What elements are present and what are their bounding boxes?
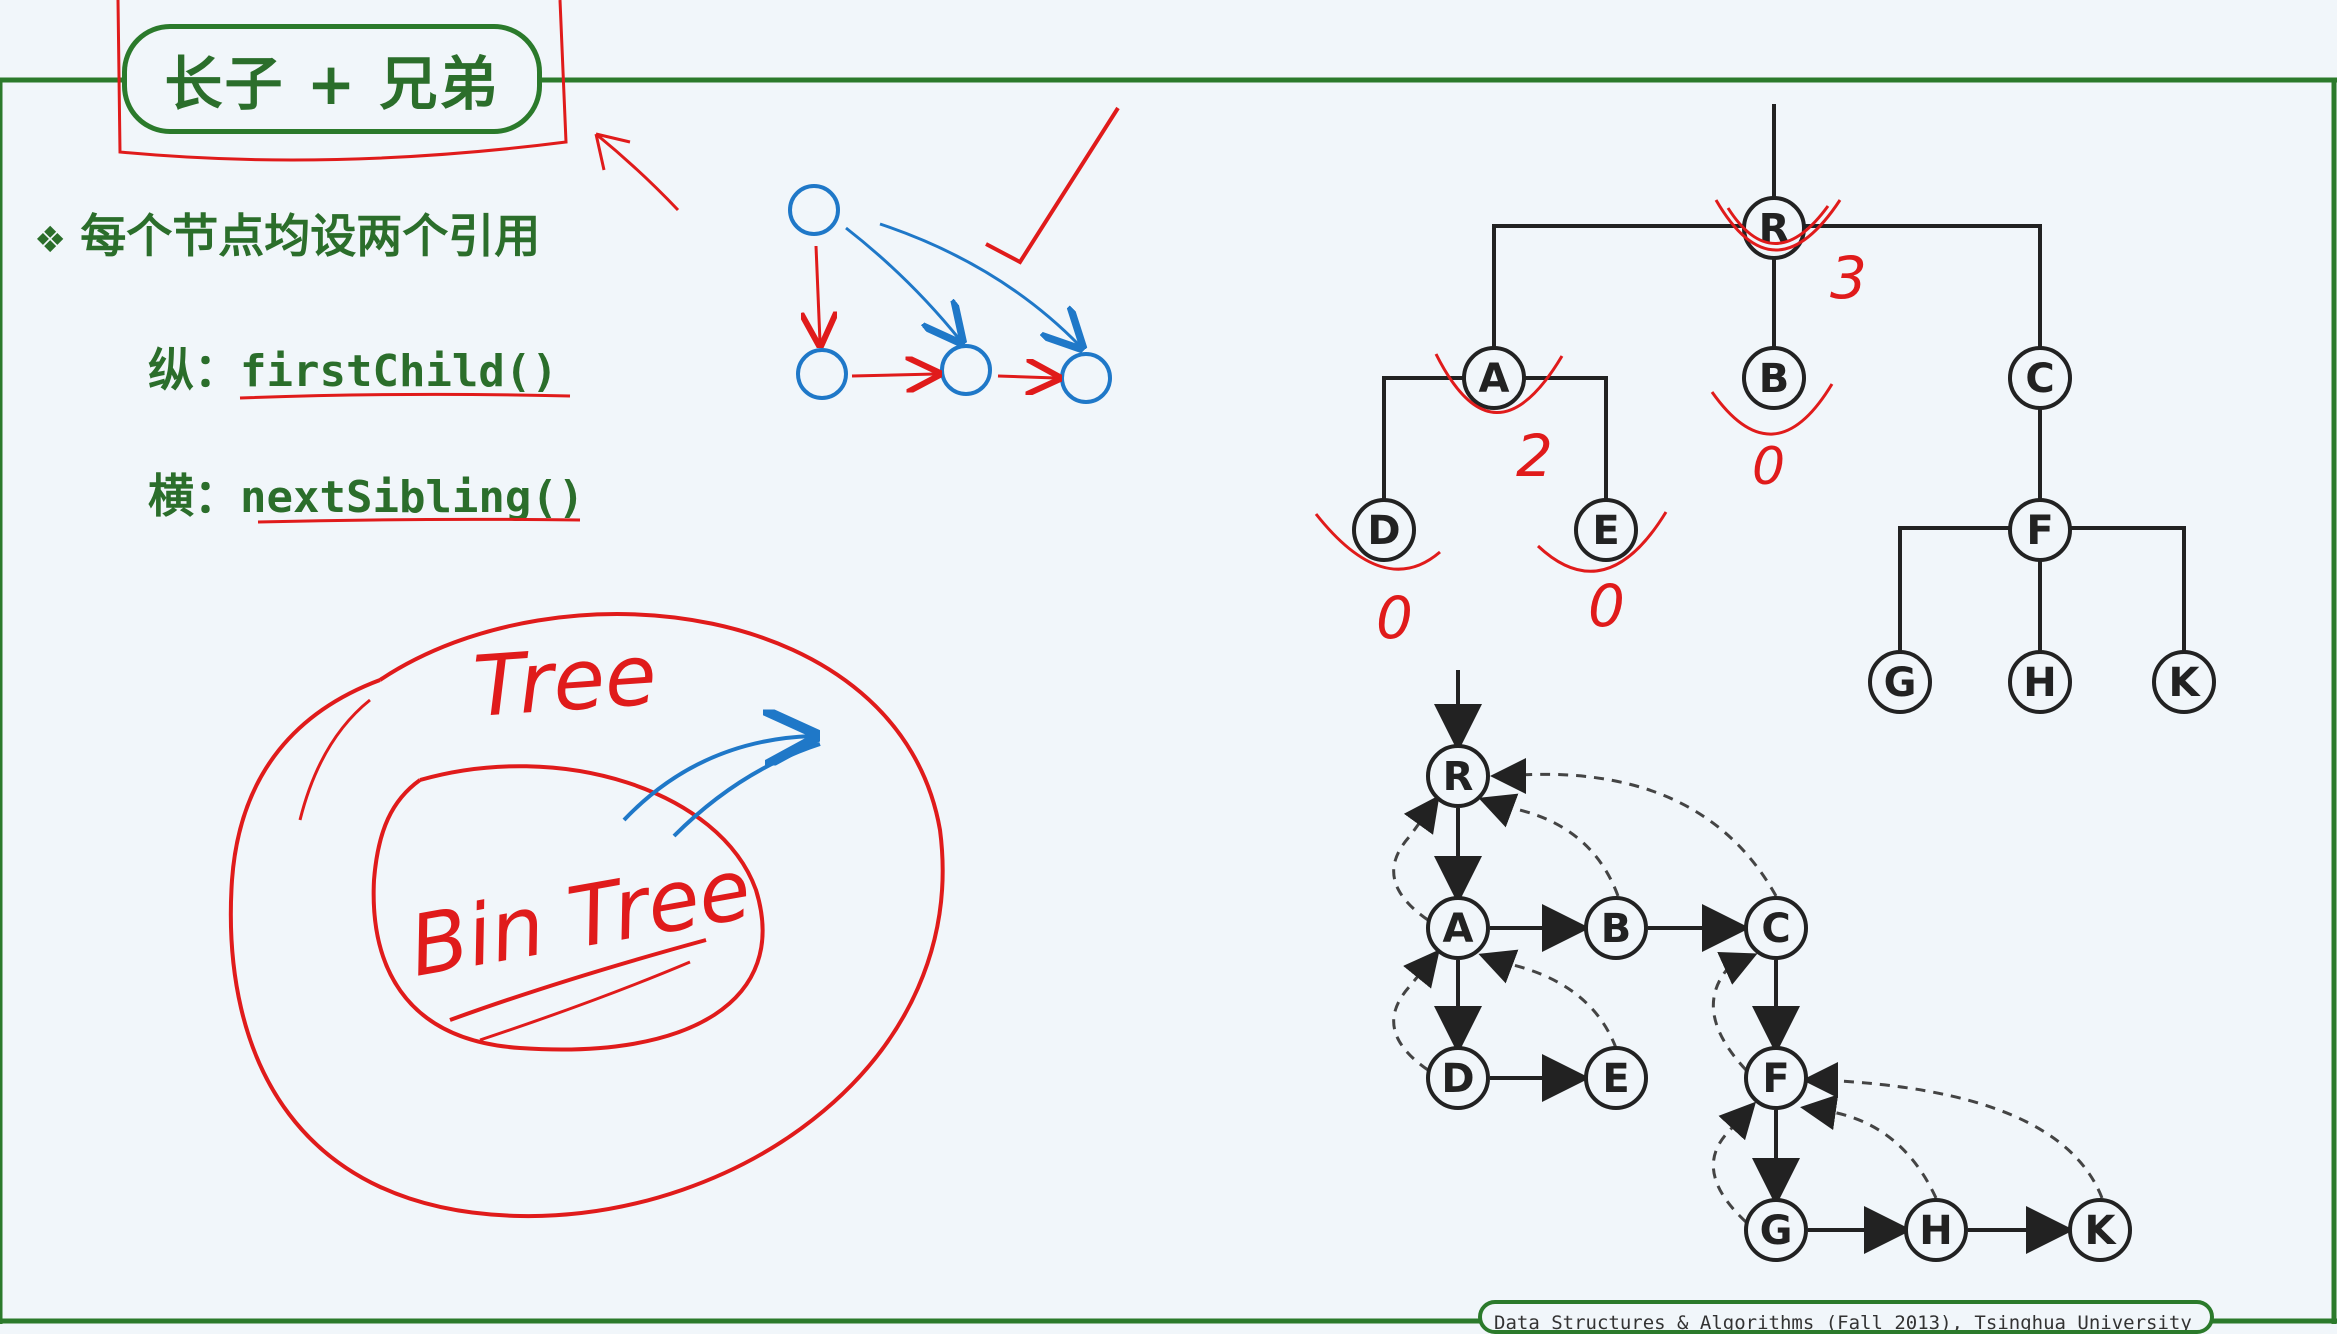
tree-bintree-sketch: Tree Bin Tree [228, 612, 945, 1219]
tree-node-label: F [2026, 508, 2053, 554]
degree-annotations [1314, 199, 1842, 573]
fcns-node-label: F [1762, 1056, 1789, 1102]
fcns-node-circle [1744, 896, 1808, 960]
tree-node-label: R [1759, 206, 1790, 252]
fcns-node-label: C [1761, 906, 1790, 952]
tree-node-circle [1742, 346, 1806, 410]
fcns-node-circle [1426, 1046, 1490, 1110]
fcns-node-label: R [1443, 754, 1474, 800]
tree-node-circle [2152, 650, 2216, 714]
check-icon [985, 106, 1120, 265]
fcns-node-circle [1426, 896, 1490, 960]
bintree-label: Bin Tree [402, 840, 757, 996]
tree-outer-ring [228, 612, 945, 1219]
degree-d: 0 [1376, 584, 1413, 652]
fcns-node-circle [1426, 744, 1490, 808]
bullet-text: 每个节点均设两个引用 [80, 209, 541, 263]
slide-title: 长子 + 兄弟 [122, 24, 542, 134]
fcns-node-label: E [1602, 1056, 1629, 1102]
vertical-label: 纵： [148, 343, 240, 397]
parent-links [1392, 758, 2104, 1224]
mini-node [1060, 352, 1112, 404]
tree-node-label: A [1479, 356, 1510, 402]
degree-b: 0 [1752, 437, 1785, 497]
tree-node-label: K [2169, 660, 2202, 706]
tree-node-label: C [2025, 356, 2054, 402]
tree-node-circle [2008, 346, 2072, 410]
tree-node-circle [1868, 650, 1932, 714]
binary-representation [1434, 670, 2074, 1254]
tree-node-circle [1574, 498, 1638, 562]
fcns-node-label: B [1601, 906, 1632, 952]
mini-node [796, 348, 848, 400]
fcns-node-circle [1744, 1046, 1808, 1110]
binary-representation-nodes: R A B C D E F G H K [1426, 744, 2132, 1262]
tree-node-label: G [1884, 660, 1917, 706]
tree-node-label: H [2023, 660, 2056, 706]
fcns-node-circle [2068, 1198, 2132, 1262]
footer-caption: Data Structures & Algorithms (Fall 2013)… [1478, 1300, 2214, 1334]
fcns-node-label: H [1919, 1208, 1952, 1254]
next-sibling-line: 横：nextSibling() [148, 460, 584, 526]
first-child-line: 纵：firstChild() [148, 334, 558, 400]
bullet-point: ❖ 每个节点均设两个引用 [34, 200, 540, 266]
degree-e: 0 [1588, 572, 1625, 640]
next-sibling-code: nextSibling() [240, 472, 585, 523]
mini-node [788, 184, 840, 236]
fcns-node-label: G [1760, 1208, 1793, 1254]
fcns-node-circle [1584, 1046, 1648, 1110]
fcns-node-label: D [1441, 1056, 1474, 1102]
tree-label: Tree [471, 625, 660, 736]
fcns-node-label: K [2085, 1208, 2118, 1254]
tree-node-label: E [1592, 508, 1619, 554]
fcns-node-label: A [1443, 906, 1474, 952]
diamond-bullet-icon: ❖ [34, 220, 67, 261]
tree-node-circle [2008, 650, 2072, 714]
fcns-node-circle [1904, 1198, 1968, 1262]
fcns-node-circle [1584, 896, 1648, 960]
tree-node-circle [1352, 498, 1416, 562]
mini-node [940, 344, 992, 396]
degree-r: 3 [1830, 244, 1867, 312]
title-pointer-arrow [594, 132, 680, 212]
first-child-code: firstChild() [240, 346, 558, 397]
tree-node-circle [2008, 498, 2072, 562]
tree-node-label: D [1367, 508, 1400, 554]
title-highlight-box [116, 0, 568, 162]
fcns-node-circle [1744, 1198, 1808, 1262]
tree-node-circle [1462, 346, 1526, 410]
mini-sketch [788, 184, 1112, 404]
horizontal-label: 横： [148, 469, 240, 523]
general-tree-nodes: R A B C D E F G H K [1352, 196, 2216, 714]
degree-a: 2 [1516, 422, 1553, 490]
tree-node-label: B [1759, 356, 1790, 402]
